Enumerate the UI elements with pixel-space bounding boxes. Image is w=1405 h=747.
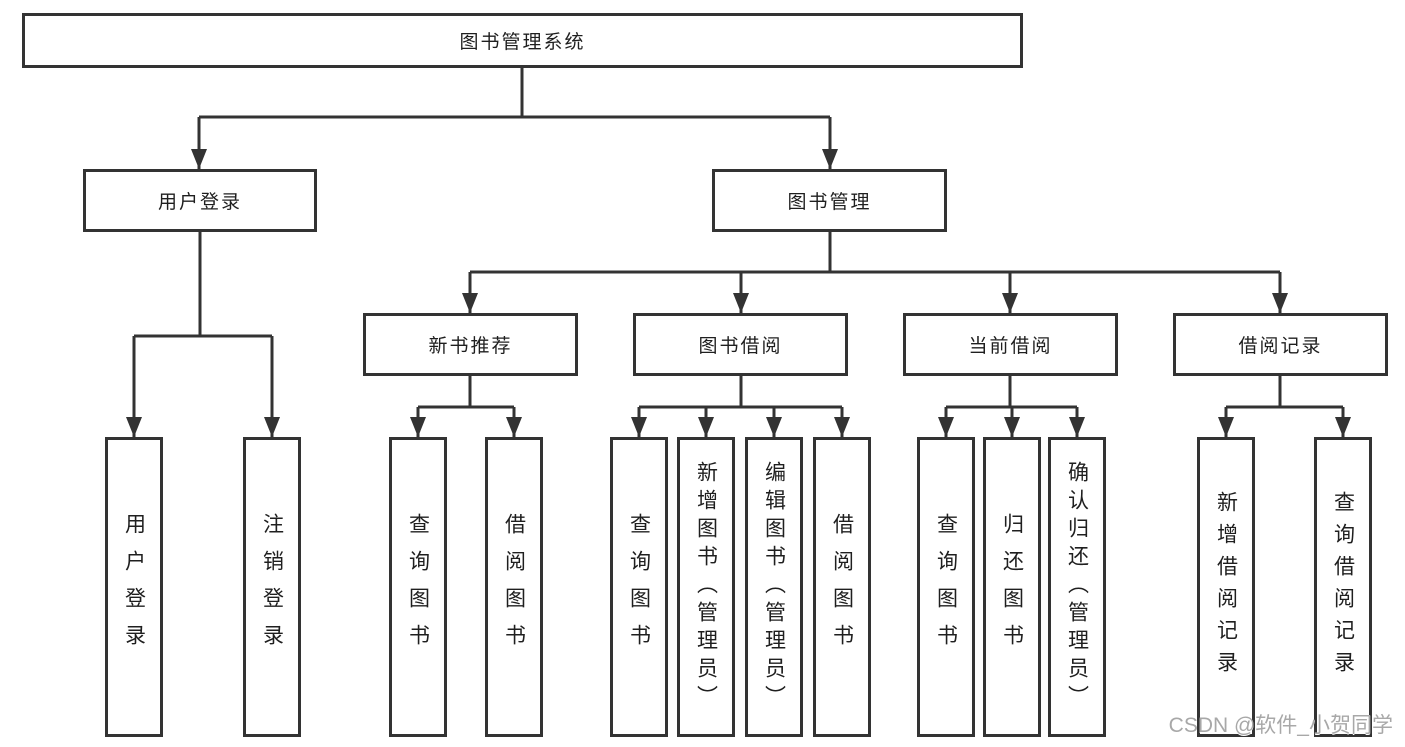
leaf-query-books: 查询图书 <box>917 437 975 737</box>
leaf-label: 新增借阅记录 <box>1214 491 1238 683</box>
leaf-label: 确认归还（管理员） <box>1065 461 1089 713</box>
leaf-add-borrow-record: 新增借阅记录 <box>1197 437 1255 737</box>
leaf-return-books: 归还图书 <box>983 437 1041 737</box>
leaf-borrow-books: 借阅图书 <box>813 437 871 737</box>
node-label: 图书管理系统 <box>459 32 586 53</box>
leaf-query-books: 查询图书 <box>389 437 447 737</box>
node-book-borrowing: 图书借阅 <box>633 313 848 376</box>
leaf-label: 借阅图书 <box>830 513 854 661</box>
leaf-query-borrow-record: 查询借阅记录 <box>1314 437 1372 737</box>
leaf-label: 编辑图书（管理员） <box>762 461 786 713</box>
node-book-management: 图书管理 <box>712 169 947 232</box>
node-new-book-recommendation: 新书推荐 <box>363 313 578 376</box>
node-current-borrowing: 当前借阅 <box>903 313 1118 376</box>
leaf-borrow-books: 借阅图书 <box>485 437 543 737</box>
leaf-label: 查询图书 <box>406 513 430 661</box>
leaf-query-books: 查询图书 <box>610 437 668 737</box>
csdn-watermark: CSDN @软件_小贺同学 <box>1168 714 1393 737</box>
leaf-label: 归还图书 <box>1000 513 1024 661</box>
leaf-add-books-admin: 新增图书（管理员） <box>677 437 735 737</box>
node-system-root: 图书管理系统 <box>22 13 1023 68</box>
leaf-label: 用户登录 <box>122 513 146 661</box>
leaf-label: 查询图书 <box>934 513 958 661</box>
node-borrowing-records: 借阅记录 <box>1173 313 1388 376</box>
leaf-edit-books-admin: 编辑图书（管理员） <box>745 437 803 737</box>
node-user-login: 用户登录 <box>83 169 317 232</box>
leaf-user-login: 用户登录 <box>105 437 163 737</box>
leaf-logout: 注销登录 <box>243 437 301 737</box>
node-label: 图书借阅 <box>698 336 783 357</box>
node-label: 用户登录 <box>157 192 242 213</box>
node-label: 图书管理 <box>787 192 872 213</box>
leaf-label: 注销登录 <box>260 513 284 661</box>
leaf-label: 查询借阅记录 <box>1331 491 1355 683</box>
node-label: 新书推荐 <box>428 336 513 357</box>
leaf-confirm-return-admin: 确认归还（管理员） <box>1048 437 1106 737</box>
node-label: 借阅记录 <box>1238 336 1323 357</box>
leaf-label: 新增图书（管理员） <box>694 461 718 713</box>
leaf-label: 借阅图书 <box>502 513 526 661</box>
node-label: 当前借阅 <box>968 336 1053 357</box>
leaf-label: 查询图书 <box>627 513 651 661</box>
